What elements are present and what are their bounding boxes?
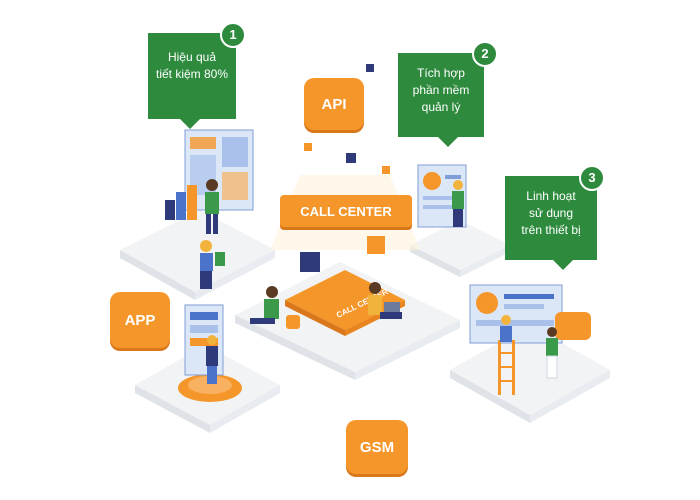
callout-line: quản lý	[421, 100, 461, 114]
person-api	[452, 180, 464, 227]
gsm-tag: GSM	[346, 420, 408, 474]
callout-line: trên thiết bị	[521, 223, 581, 237]
platform-left	[120, 210, 275, 300]
callout-line: sử dụng	[528, 206, 574, 220]
api-tag: API	[304, 78, 364, 130]
cube-orange	[367, 236, 385, 254]
cube-small-2	[304, 143, 312, 151]
platform-right	[450, 325, 610, 423]
app-tag: APP	[110, 292, 170, 348]
person-ladder	[498, 315, 515, 395]
callout-line: phần mềm	[412, 83, 470, 97]
cube-navy	[300, 252, 320, 272]
cube-small-3	[346, 153, 356, 163]
platform-top-right	[410, 220, 510, 277]
platform-app	[135, 345, 280, 433]
call-center-banner: CALL CENTER	[280, 195, 412, 227]
callout-flexibility: Linh hoạt sử dụng trên thiết bị	[505, 176, 597, 270]
callout-savings: Hiệu quả tiết kiệm 80%	[148, 33, 236, 129]
cube-small-4	[382, 166, 390, 174]
callout-integration: Tích hợp phần mềm quản lý	[398, 53, 484, 147]
callout-number-badge: 2	[472, 41, 498, 67]
callout-number-badge: 3	[579, 165, 605, 191]
cube-small-1	[366, 64, 374, 72]
device-screen	[469, 284, 591, 344]
bar-stack	[165, 185, 197, 220]
person-analyst	[205, 179, 219, 234]
callout-line: Hiệu quả	[167, 50, 217, 64]
callout-line: Tích hợp	[417, 66, 465, 80]
callout-line: Linh hoạt	[526, 189, 576, 203]
app-screen	[184, 304, 224, 376]
person-app	[206, 335, 218, 384]
person-reader	[200, 240, 225, 289]
callout-number-badge: 1	[220, 22, 246, 48]
person-seated-right	[368, 282, 402, 319]
person-seated-left	[250, 286, 300, 329]
callout-line: tiết kiệm 80%	[155, 67, 229, 81]
person-device	[546, 327, 558, 379]
